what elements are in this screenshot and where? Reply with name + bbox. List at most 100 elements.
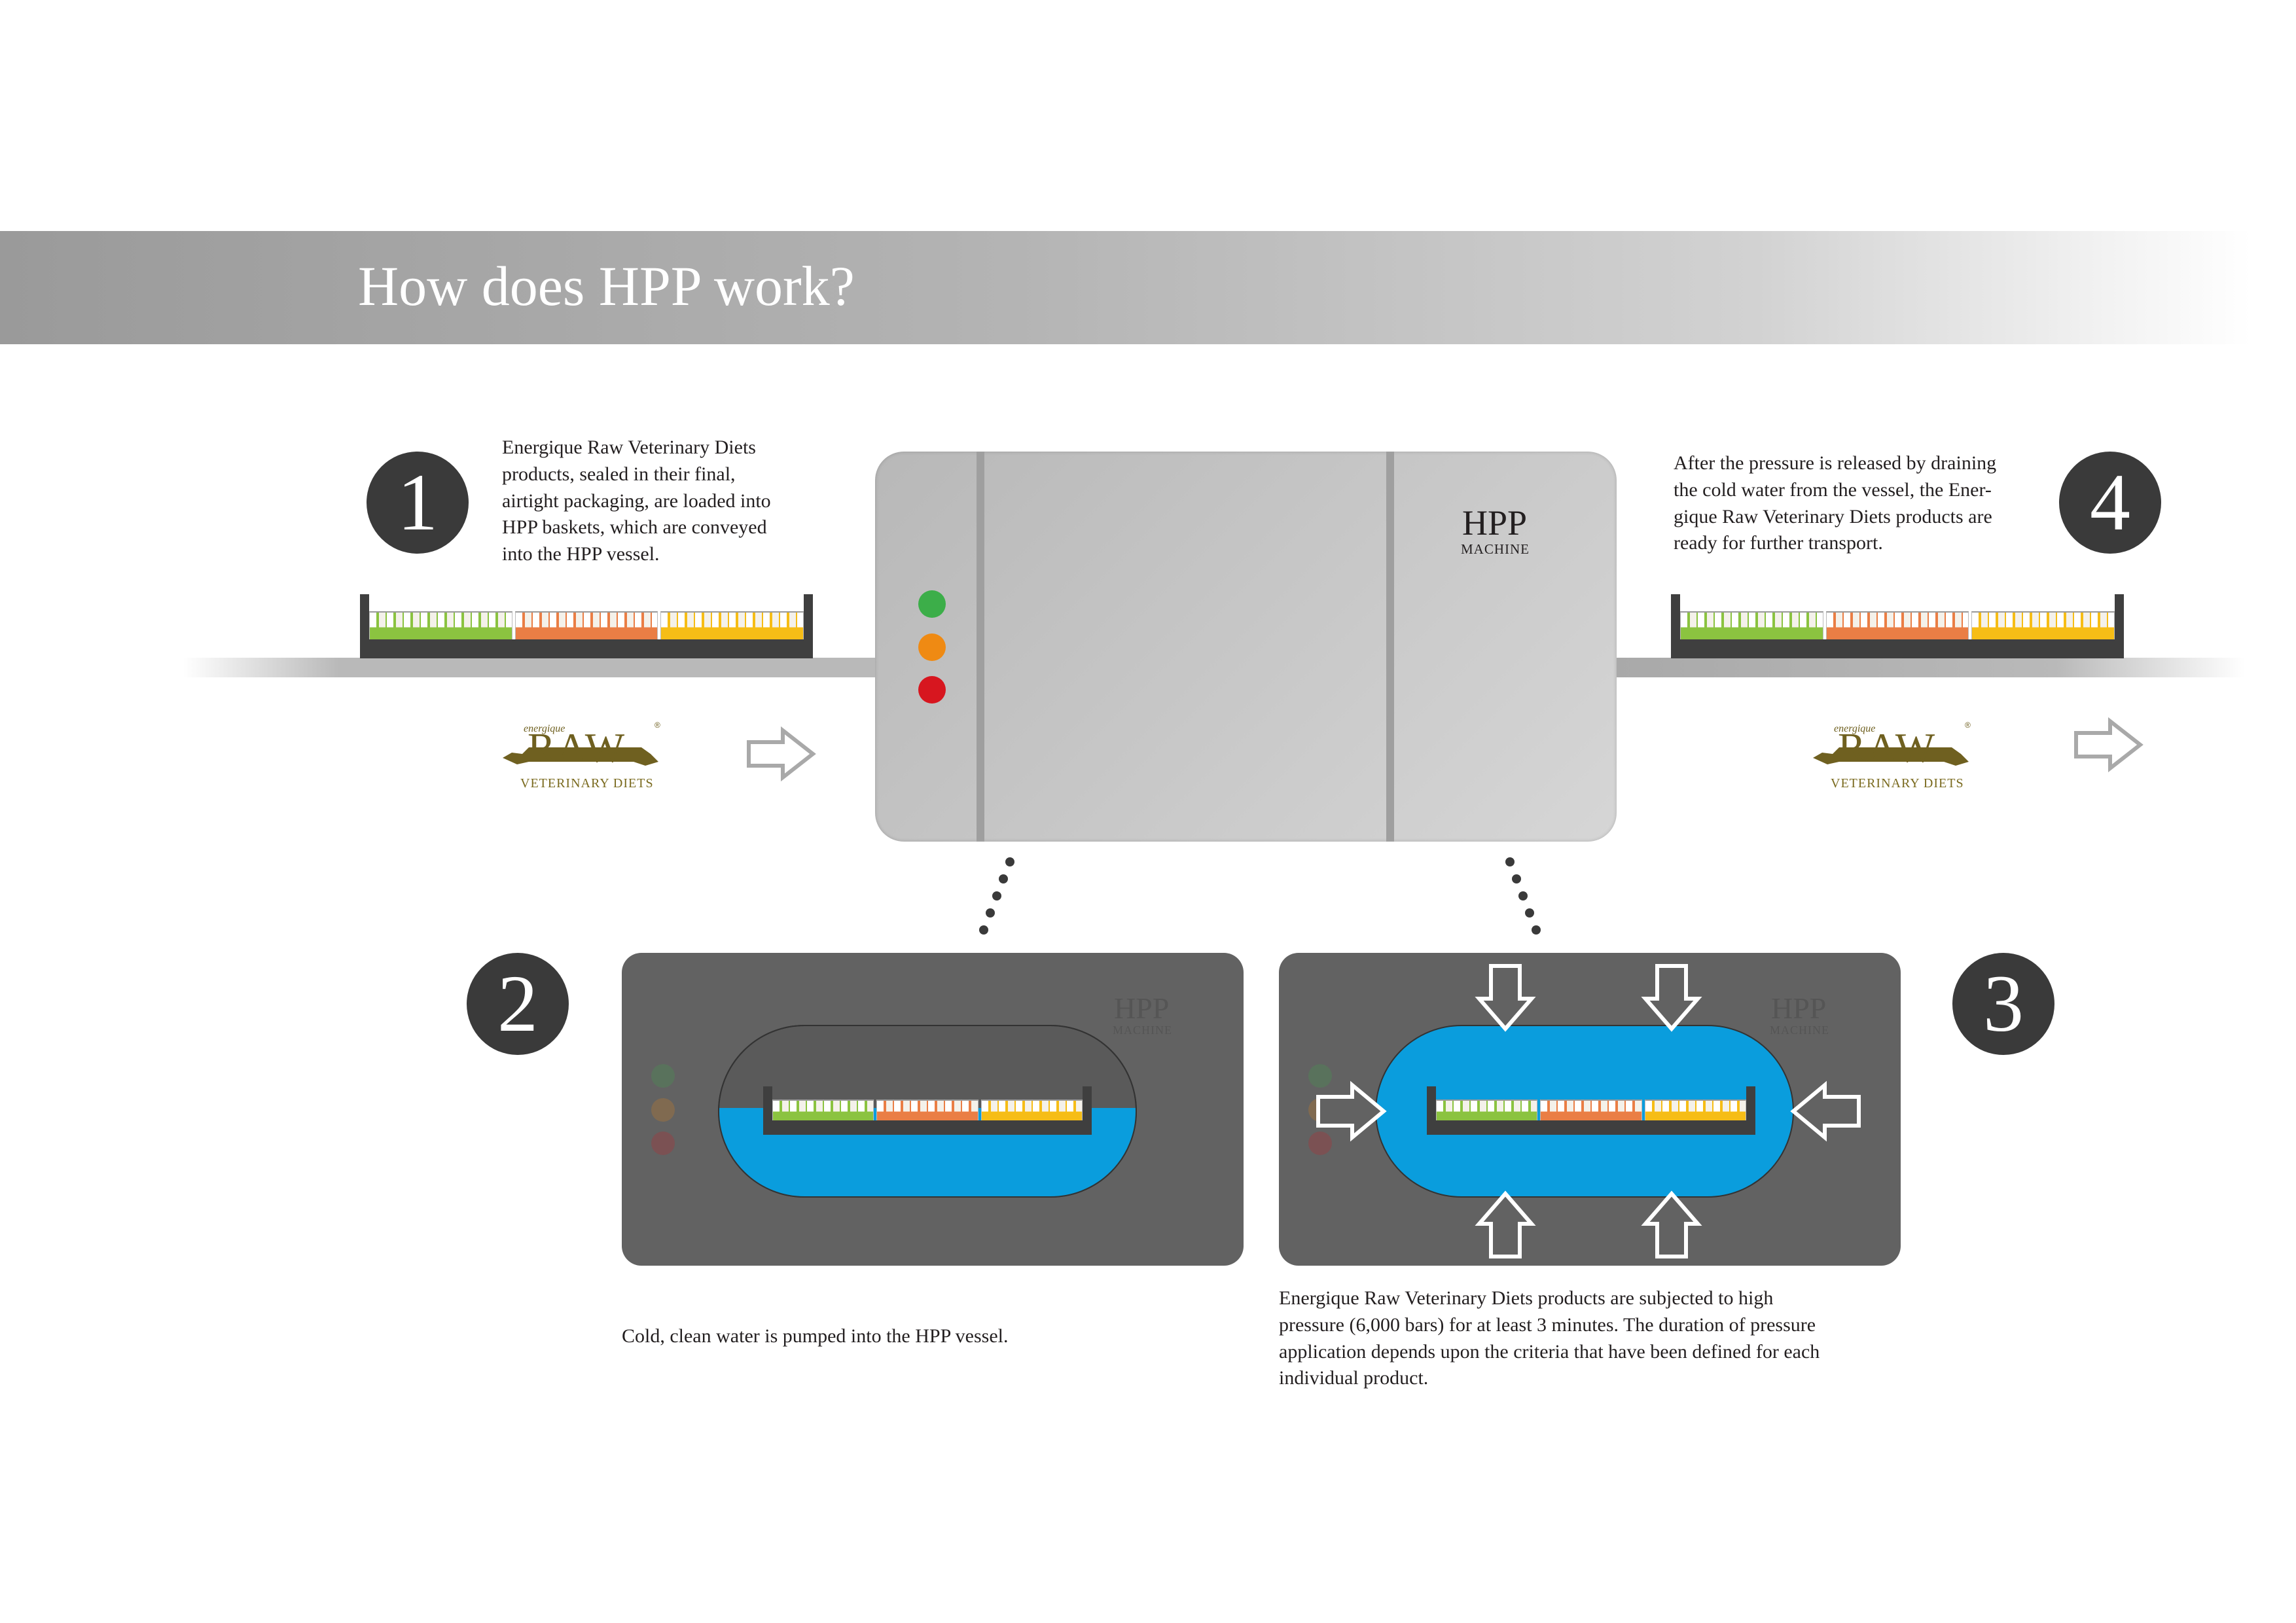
product-pack-band <box>1645 1113 1746 1120</box>
basket-base <box>1427 1120 1755 1135</box>
product-pack <box>1971 611 2115 639</box>
machine-sublabel-ghost: MACHINE <box>1770 1024 1829 1037</box>
step-4-text: After the pressure is released by draini… <box>1674 450 2040 557</box>
logo-subtitle: VETERINARY DIETS <box>1831 776 1964 791</box>
product-pack <box>1540 1099 1642 1120</box>
svg-text:®: ® <box>1965 721 1971 730</box>
machine-seam <box>977 452 984 842</box>
product-pack-band <box>773 1113 874 1120</box>
step-1-line: HPP baskets, which are conveyed <box>502 516 767 539</box>
step-1-line: Energique Raw Veterinary Diets <box>502 437 756 458</box>
status-light-red <box>918 676 946 704</box>
step-1-line: airtight packaging, are loaded into <box>502 490 771 512</box>
pressure-arrow-down-icon <box>1475 964 1536 1032</box>
basket-base <box>1671 639 2124 658</box>
product-pack-band <box>981 1113 1082 1120</box>
connector-dot <box>1532 925 1541 935</box>
flow-arrow-right-icon <box>2074 717 2144 773</box>
step-3-number: 3 <box>1952 953 2054 1055</box>
logo-wordmark: energique RAW ® <box>503 721 660 771</box>
basket-wall <box>763 1086 772 1135</box>
product-basket-right <box>1671 594 2124 658</box>
product-pack <box>1825 611 1969 639</box>
product-basket-in-vessel <box>1427 1086 1755 1135</box>
svg-text:RAW: RAW <box>528 724 626 771</box>
pressure-arrow-right-icon <box>1316 1080 1387 1142</box>
basket-wall <box>1746 1086 1755 1135</box>
step-4-line: gique Raw Veterinary Diets products are <box>1674 505 1992 527</box>
status-light-green <box>651 1064 675 1088</box>
status-light-red <box>1308 1132 1332 1155</box>
basket-base <box>360 639 813 658</box>
page-title: How does HPP work? <box>358 255 855 317</box>
status-light-orange <box>651 1098 675 1122</box>
connector-dot <box>992 891 1001 901</box>
machine-sublabel-ghost: MACHINE <box>1113 1024 1172 1037</box>
product-pack <box>876 1099 978 1120</box>
product-pack <box>772 1099 874 1120</box>
connector-dot <box>1512 874 1521 883</box>
step-2-line: Cold, clean water is pumped into the HPP… <box>622 1325 1009 1347</box>
pressure-arrow-up-icon <box>1475 1190 1536 1258</box>
flow-arrow-right-icon <box>747 726 816 782</box>
connector-dot <box>1505 857 1515 866</box>
step-3-line: pressure (6,000 bars) for at least 3 min… <box>1279 1313 1816 1336</box>
product-pack-band <box>1541 1113 1641 1120</box>
pressure-arrow-down-icon <box>1641 964 1702 1032</box>
step-4-number: 4 <box>2059 452 2161 554</box>
basket-wall <box>1427 1086 1436 1135</box>
product-pack <box>514 611 658 639</box>
svg-text:RAW: RAW <box>1838 724 1936 771</box>
basket-wall <box>2115 594 2124 658</box>
hpp-machine <box>875 452 1617 842</box>
status-light-green <box>918 590 946 618</box>
product-pack-band <box>661 628 803 639</box>
step-4-line: the cold water from the vessel, the Ener… <box>1674 478 1992 501</box>
status-light-red <box>651 1132 675 1155</box>
step-3-text: Energique Raw Veterinary Diets products … <box>1279 1285 1933 1392</box>
step-4-line: ready for further transport. <box>1674 532 1883 554</box>
product-pack <box>1644 1099 1746 1120</box>
product-pack-band <box>1826 628 1969 639</box>
product-pack-band <box>877 1113 978 1120</box>
product-basket-in-vessel <box>763 1086 1092 1135</box>
product-pack <box>1436 1099 1538 1120</box>
svg-text:energique: energique <box>524 723 565 734</box>
machine-seam <box>1386 452 1394 842</box>
step-1-line: products, sealed in their final, <box>502 463 736 485</box>
title-banner <box>0 231 2251 344</box>
step-2-text: Cold, clean water is pumped into the HPP… <box>622 1323 1211 1350</box>
product-pack <box>369 611 512 639</box>
product-pack <box>980 1099 1083 1120</box>
product-pack-band <box>515 628 658 639</box>
step-1-line: into the HPP vessel. <box>502 543 660 565</box>
conveyor-belt-right <box>1617 658 2245 677</box>
machine-label: HPP <box>1462 503 1528 543</box>
status-light-orange <box>918 633 946 661</box>
step-2-number: 2 <box>467 953 569 1055</box>
logo-subtitle: VETERINARY DIETS <box>520 776 654 791</box>
pressure-arrow-left-icon <box>1790 1080 1861 1142</box>
step-1-number: 1 <box>367 452 469 554</box>
product-pack-band <box>370 628 512 639</box>
basket-wall <box>1083 1086 1092 1135</box>
connector-dot <box>1518 891 1528 901</box>
brand-logo-left: energique RAW ® VETERINARY DIETS <box>503 719 666 791</box>
conveyor-belt-left <box>183 658 890 677</box>
step-3-line: individual product. <box>1279 1367 1429 1389</box>
step-3-line: application depends upon the criteria th… <box>1279 1340 1820 1363</box>
basket-wall <box>360 594 369 658</box>
connector-dot <box>979 925 988 935</box>
machine-label-ghost: HPP <box>1771 991 1827 1025</box>
basket-base <box>763 1120 1092 1135</box>
product-pack-band <box>1681 628 1823 639</box>
step-3-line: Energique Raw Veterinary Diets products … <box>1279 1287 1774 1309</box>
machine-label-ghost: HPP <box>1114 991 1170 1025</box>
connector-dot <box>986 908 995 918</box>
step-4-line: After the pressure is released by draini… <box>1674 452 1997 474</box>
product-basket-left <box>360 594 813 658</box>
logo-wordmark: energique RAW ® <box>1813 721 1971 771</box>
svg-text:®: ® <box>655 721 660 730</box>
basket-wall <box>1671 594 1680 658</box>
product-pack-band <box>1437 1113 1537 1120</box>
